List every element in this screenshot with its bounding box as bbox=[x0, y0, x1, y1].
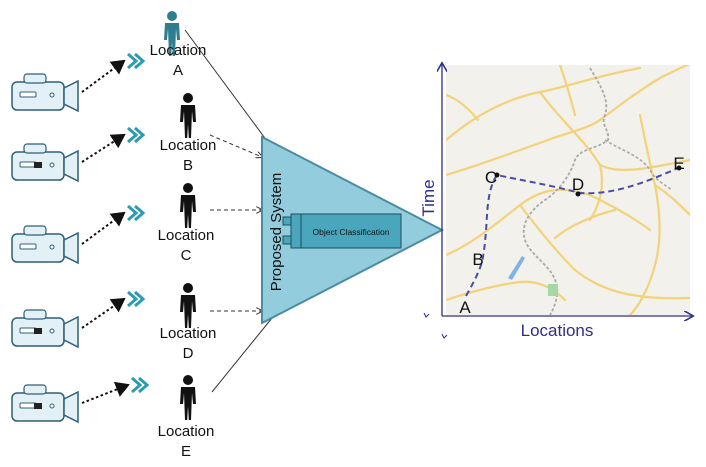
system-title: Proposed System bbox=[268, 173, 285, 291]
path-point-dot bbox=[575, 191, 581, 197]
path-point-label: B bbox=[472, 250, 483, 269]
trajectory-plot: Time Locations A B C D E bbox=[419, 64, 692, 340]
module-connector-bar bbox=[290, 213, 302, 249]
location-label: Location bbox=[150, 42, 207, 59]
module-box bbox=[300, 213, 402, 249]
axis-tick-mark-1 bbox=[423, 312, 430, 318]
camera-icon bbox=[11, 143, 79, 183]
map-background bbox=[446, 65, 690, 315]
path-point-label: A bbox=[459, 298, 471, 317]
signal-icon bbox=[127, 290, 146, 308]
axis-tick-mark-2 bbox=[441, 333, 448, 339]
person-icon bbox=[180, 183, 196, 228]
signal-icon bbox=[127, 52, 146, 70]
transmission-arrow bbox=[81, 59, 126, 93]
path-point-label: E bbox=[673, 154, 684, 173]
camera-icon bbox=[11, 225, 79, 265]
path-point-label: C bbox=[485, 168, 497, 187]
transmission-arrow bbox=[81, 133, 126, 163]
trajectory-path bbox=[465, 167, 679, 297]
location-label: Location bbox=[158, 227, 215, 244]
feed-lines bbox=[184, 29, 273, 393]
person-icon bbox=[164, 11, 180, 56]
location-letter: B bbox=[183, 157, 193, 174]
location-letter: C bbox=[181, 247, 192, 264]
path-point-e: E bbox=[673, 154, 684, 173]
path-point-dot bbox=[676, 165, 682, 171]
map-water bbox=[508, 256, 525, 280]
camera-rows: LocationALocationBLocationCLocationDLoca… bbox=[11, 11, 217, 460]
transmission-arrow bbox=[81, 297, 126, 329]
path-point-b: B bbox=[472, 250, 483, 269]
trajectory-points: A B C D E bbox=[459, 154, 684, 317]
path-point-c: C bbox=[485, 168, 500, 187]
y-axis-label: Time bbox=[419, 179, 438, 216]
location-label: Location bbox=[160, 325, 217, 342]
path-point-d: D bbox=[572, 175, 584, 197]
camera-icon bbox=[11, 73, 79, 113]
path-point-label: D bbox=[572, 175, 584, 194]
camera-icon bbox=[11, 309, 79, 349]
person-icon bbox=[180, 93, 196, 138]
transmission-arrow bbox=[81, 211, 126, 245]
feed-line-b bbox=[209, 134, 262, 157]
signal-icon bbox=[127, 204, 146, 222]
person-icon bbox=[180, 283, 196, 328]
path-point-dot bbox=[494, 172, 500, 178]
feed-line-e bbox=[211, 317, 273, 393]
transmission-arrow bbox=[81, 381, 130, 404]
map-park bbox=[548, 284, 558, 296]
person-icon bbox=[180, 375, 196, 420]
x-axis-label: Locations bbox=[521, 321, 594, 340]
location-letter: A bbox=[173, 62, 183, 79]
location-label: Location bbox=[160, 137, 217, 154]
signal-icon bbox=[131, 376, 150, 394]
proposed-system: Proposed System Object Classification bbox=[261, 135, 445, 325]
path-point-a: A bbox=[459, 298, 471, 317]
feed-line-a bbox=[184, 29, 271, 146]
location-label: Location bbox=[158, 423, 215, 440]
signal-icon bbox=[127, 126, 146, 144]
location-letter: D bbox=[183, 345, 194, 362]
map-boundary bbox=[522, 67, 610, 315]
camera-icon bbox=[11, 384, 79, 424]
module-label: Object Classification bbox=[312, 227, 389, 237]
map-boundary-2 bbox=[604, 139, 673, 191]
location-letter: E bbox=[181, 443, 191, 460]
